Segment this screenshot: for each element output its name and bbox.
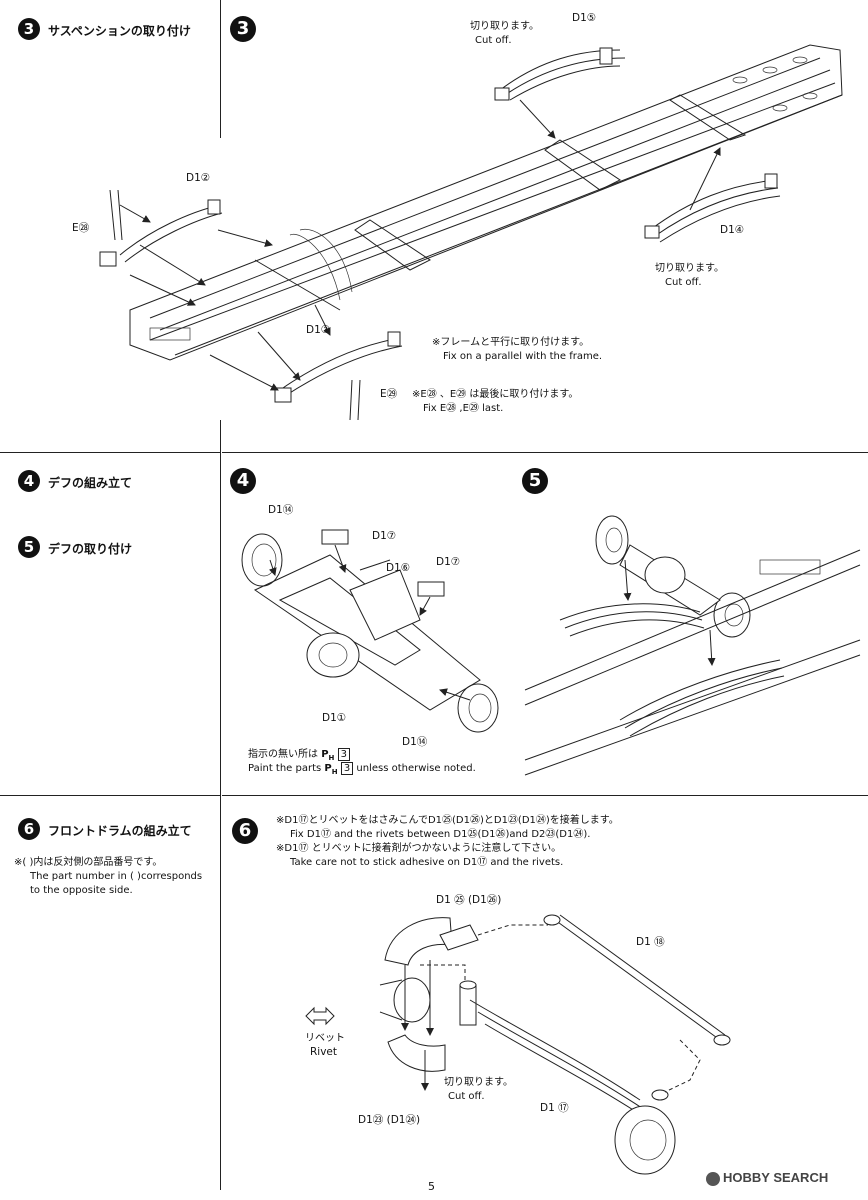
step6-label-d1-17: D1 ⑰ <box>540 1102 569 1114</box>
step3-label-d1-5: D1⑤ <box>572 12 597 24</box>
step4-paint-jp: 指示の無い所は PH 3 <box>248 748 350 765</box>
watermark-text: HOBBY SEARCH <box>723 1170 829 1185</box>
divider-bottom-right <box>222 795 868 796</box>
paint-code-icon: PH <box>321 749 335 762</box>
step6-diagram-number: 6 <box>232 818 258 844</box>
step4-paint-en: Paint the parts PH 3 unless otherwise no… <box>248 762 476 779</box>
step3-label-e28: E㉘ <box>72 222 90 234</box>
divider-top <box>220 0 221 138</box>
divider-row6 <box>0 795 220 796</box>
paint-en-text2: unless otherwise noted. <box>356 763 476 774</box>
step4-label-d1-7a: D1⑦ <box>372 530 397 542</box>
paint-code-icon-2: PH <box>324 763 338 776</box>
step6-title: フロントドラムの組み立て <box>48 824 192 838</box>
step6-note1-jp: ※D1⑰とリベットをはさみこんでD1㉕(D1㉖)とD1㉓(D1㉔)を接着します。 <box>276 815 619 826</box>
step4-label-d1-14b: D1⑭ <box>402 736 428 748</box>
step3-title: サスペンションの取り付け <box>48 24 191 38</box>
differential-assembly-drawing <box>241 529 499 733</box>
step3-cutoff2-en: Cut off. <box>665 277 702 288</box>
step6-rivet-en: Rivet <box>310 1046 338 1058</box>
differential-mount-drawing <box>524 515 861 776</box>
step3-last-en: Fix E㉘ ,E㉙ last. <box>423 403 504 414</box>
step3-cutoff1-jp: 切り取ります。 <box>470 21 539 32</box>
page-number: 5 <box>428 1180 435 1193</box>
step5-number-badge: 5 <box>18 536 40 558</box>
step6-note1-en: Fix D1⑰ and the rivets between D1㉕(D1㉖)a… <box>290 829 591 840</box>
step4-label-d1-14a: D1⑭ <box>268 504 294 516</box>
step3-label-d1-2: D1② <box>186 172 211 184</box>
step4-title: デフの組み立て <box>48 476 133 490</box>
step6-label-d1-18: D1 ⑱ <box>636 936 665 948</box>
step3-parallel-en: Fix on a parallel with the frame. <box>443 351 603 362</box>
chassis-frame-drawing <box>99 44 843 421</box>
step3-label-d1-4: D1④ <box>720 224 745 236</box>
step4-number-badge: 4 <box>18 470 40 492</box>
step3-last-jp: ※E㉘ 、E㉙ は最後に取り付けます。 <box>412 389 579 400</box>
step4-label-d1-7b: D1⑦ <box>436 556 461 568</box>
divider-row4 <box>0 452 220 453</box>
step6-rivet-jp: リベット <box>305 1033 345 1044</box>
watermark: HOBBY SEARCH <box>706 1170 828 1186</box>
step4-label-d1-1: D1① <box>322 712 347 724</box>
step3-cutoff1-en: Cut off. <box>475 35 512 46</box>
step5-title: デフの取り付け <box>48 542 133 556</box>
step6-label-d1-23: D1㉓ (D1㉔) <box>358 1114 421 1126</box>
side-note-en1: The part number in ( )corresponds <box>30 871 203 882</box>
divider-left-column <box>220 420 221 1190</box>
step6-number-badge: 6 <box>18 818 40 840</box>
paint-code-number: 3 <box>337 748 350 761</box>
step6-note2-en: Take care not to stick adhesive on D1⑰ a… <box>290 857 564 868</box>
side-note-en2: to the opposite side. <box>30 885 133 896</box>
side-note-jp: ※( )内は反対側の部品番号です。 <box>14 857 163 868</box>
step3-parallel-jp: ※フレームと平行に取り付けます。 <box>432 337 590 348</box>
step3-cutoff2-jp: 切り取ります。 <box>655 263 724 274</box>
step3-label-d1-3: D1③ <box>306 324 331 336</box>
paint-en-text: Paint the parts <box>248 763 322 774</box>
step3-number-badge: 3 <box>18 18 40 40</box>
divider-mid-right <box>222 452 868 453</box>
step5-diagram-number: 5 <box>522 468 548 494</box>
paint-jp-text: 指示の無い所は <box>248 749 318 760</box>
step6-label-d1-25: D1 ㉕ (D1㉖) <box>436 894 502 906</box>
step4-label-d1-6: D1⑥ <box>386 562 411 574</box>
step6-note2-jp: ※D1⑰ とリベットに接着剤がつかないように注意して下さい。 <box>276 843 562 854</box>
step3-label-e29: E㉙ <box>380 388 398 400</box>
watermark-logo-icon <box>706 1171 720 1186</box>
paint-code-number-2: 3 <box>340 762 354 775</box>
step4-diagram-number: 4 <box>230 468 256 494</box>
step6-cutoff-jp: 切り取ります。 <box>444 1077 513 1088</box>
step6-cutoff-en: Cut off. <box>448 1091 485 1102</box>
step3-diagram-number: 3 <box>230 16 256 42</box>
